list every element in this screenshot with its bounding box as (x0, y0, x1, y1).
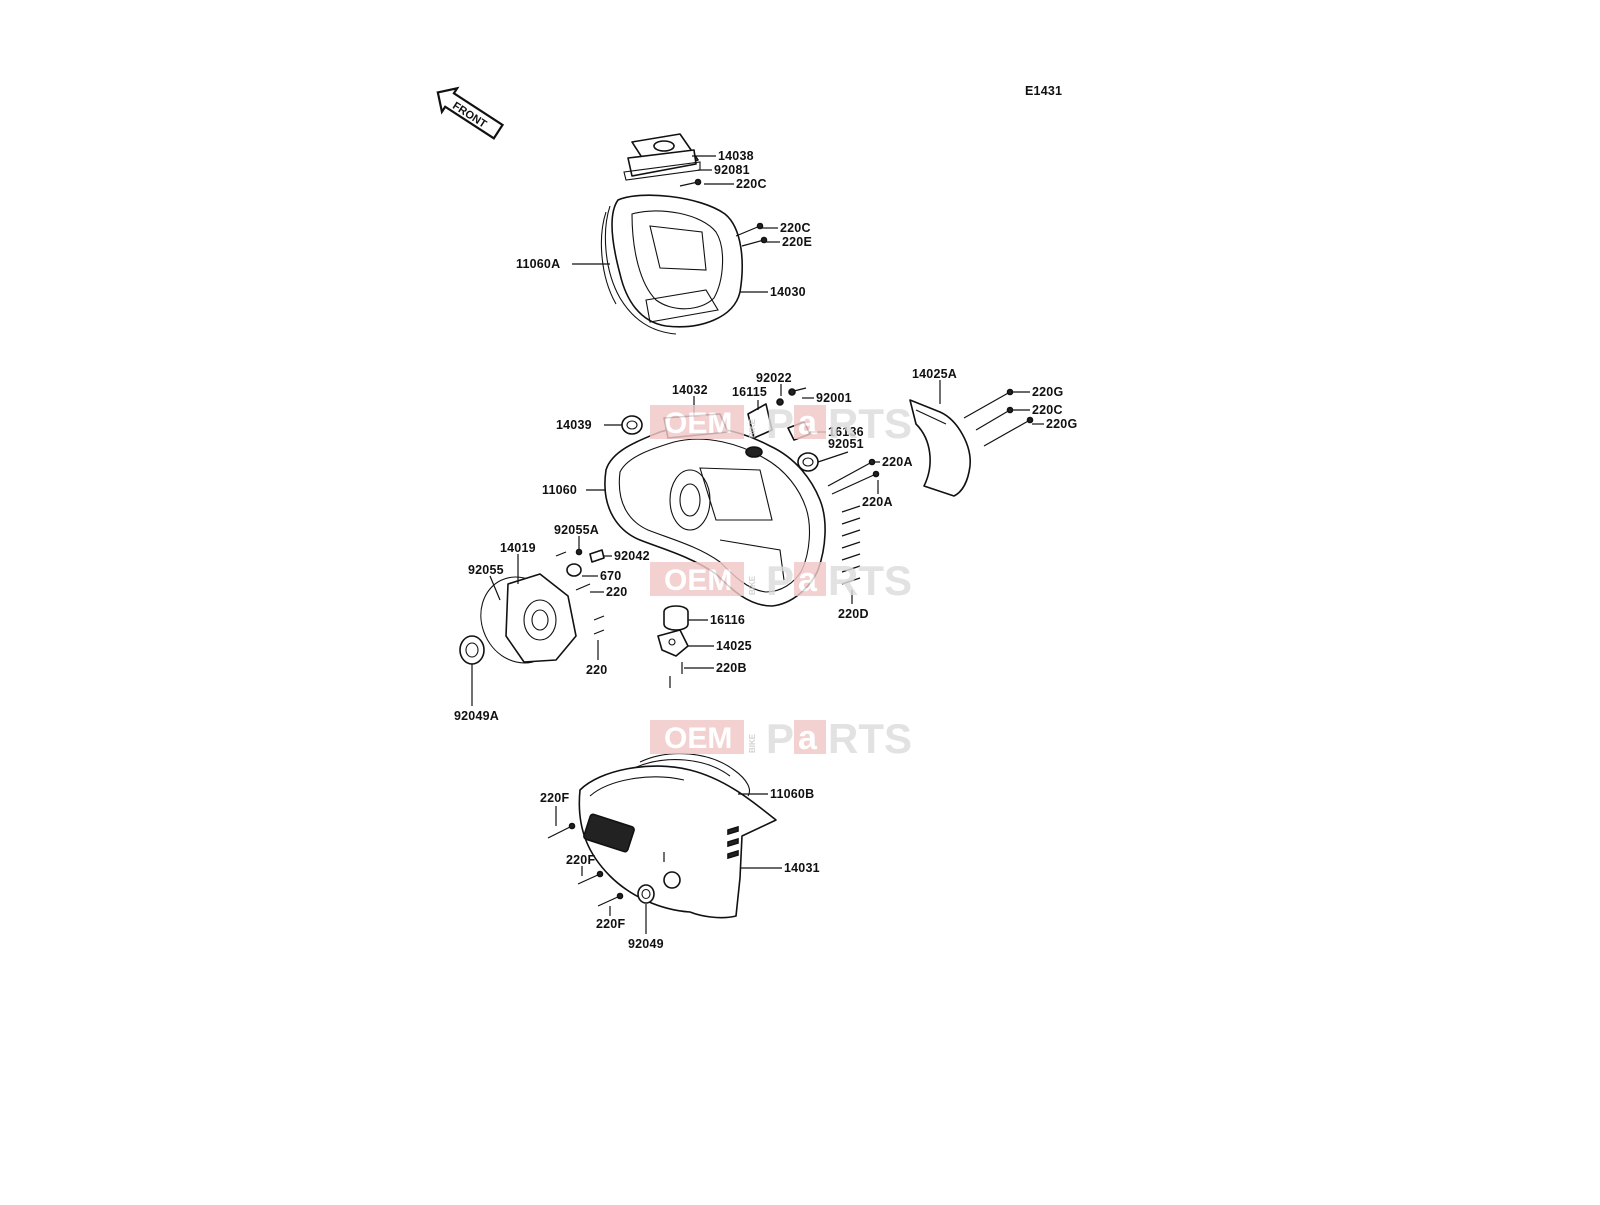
part-label: 92055 (468, 563, 504, 577)
bolts-220g-220c (963, 388, 1034, 447)
part-label: 220G (1032, 385, 1063, 399)
bracket-14025 (657, 629, 689, 657)
small-parts-92055a-92042-670 (555, 548, 605, 577)
part-label: 92001 (816, 391, 852, 405)
part-labels: 14038 92081 220C 220C 220E 11060A 14030 … (454, 149, 1077, 951)
svg-text:RTS: RTS (828, 715, 912, 762)
part-label: 220F (566, 853, 595, 867)
part-label: 92042 (614, 549, 650, 563)
gasket-11060b (633, 753, 751, 797)
svg-text:OEM: OEM (664, 564, 732, 597)
part-label: 220 (586, 663, 607, 677)
part-label: 92081 (714, 163, 750, 177)
part-label: 220C (736, 177, 767, 191)
svg-text:BIKE: BIKE (748, 575, 757, 595)
svg-text:a: a (798, 719, 818, 757)
part-label: 220 (606, 585, 627, 599)
part-label: 14025A (912, 367, 957, 381)
damper-16116 (663, 605, 689, 631)
part-label: 220F (596, 917, 625, 931)
part-label: 220B (716, 661, 747, 675)
svg-text:OEM: OEM (664, 722, 732, 755)
part-label: 220A (882, 455, 913, 469)
svg-text:a: a (798, 561, 818, 599)
part-label: 92055A (554, 523, 599, 537)
screws-220 (575, 583, 605, 635)
screw-220c-top (679, 178, 702, 187)
svg-text:RTS: RTS (828, 400, 912, 447)
bolts-220f (547, 822, 624, 907)
part-label: 670 (600, 569, 621, 583)
part-label: 16115 (732, 385, 767, 399)
svg-text:a: a (798, 404, 818, 442)
svg-text:P: P (766, 400, 794, 447)
cover-14031 (578, 765, 777, 919)
seal-92051 (797, 452, 819, 472)
gasket-11060a (600, 205, 677, 335)
oring-92022 (776, 398, 784, 406)
part-label: 14032 (672, 383, 708, 397)
watermark-1: OEM BIKE P a RTS (650, 400, 912, 447)
part-label: 92049A (454, 709, 499, 723)
part-label: 220D (838, 607, 869, 621)
part-label: 14039 (556, 418, 592, 432)
part-label: 220A (862, 495, 893, 509)
part-label: 14030 (770, 285, 806, 299)
cap-16115 (745, 403, 773, 458)
diagram-code: E1431 (1025, 84, 1062, 98)
part-label: 220C (780, 221, 811, 235)
part-label: 11060 (542, 483, 577, 497)
part-label: 16116 (710, 613, 745, 627)
leader-lines (471, 155, 1044, 934)
part-label: 14038 (718, 149, 754, 163)
part-label: 14019 (500, 541, 536, 555)
part-label: 14025 (716, 639, 752, 653)
svg-text:P: P (766, 715, 794, 762)
svg-text:BIKE: BIKE (748, 418, 757, 438)
bolts-220b (669, 662, 683, 688)
seal-14039 (621, 415, 643, 435)
part-label: 11060A (516, 257, 560, 271)
watermark-3: OEM BIKE P a RTS (650, 715, 912, 762)
cover-14019 (505, 573, 577, 663)
part-label: 92022 (756, 371, 792, 385)
part-label: 220C (1032, 403, 1063, 417)
screws-220c-220e (735, 222, 768, 247)
bolts-220d (841, 505, 861, 585)
part-label: 220F (540, 791, 569, 805)
part-label: 92051 (828, 437, 864, 451)
part-label: 220E (782, 235, 812, 249)
part-label: 11060B (770, 787, 814, 801)
part-label: 92049 (628, 937, 664, 951)
part-label: 14031 (784, 861, 820, 875)
front-arrow-icon: FRONT (436, 86, 505, 140)
bolt-92001 (788, 387, 807, 396)
svg-text:P: P (766, 557, 794, 604)
seal-92049 (637, 884, 655, 904)
seal-92049a (459, 635, 485, 665)
bolts-220a (827, 458, 880, 495)
part-label: 16136 (828, 425, 864, 439)
cover-14030 (611, 194, 743, 328)
svg-text:RTS: RTS (828, 557, 912, 604)
cover-14025a (909, 399, 971, 497)
part-label: 220G (1046, 417, 1077, 431)
svg-text:BIKE: BIKE (748, 733, 757, 753)
watermark-2: OEM BIKE P a RTS (650, 557, 912, 604)
svg-text:OEM: OEM (664, 407, 732, 440)
